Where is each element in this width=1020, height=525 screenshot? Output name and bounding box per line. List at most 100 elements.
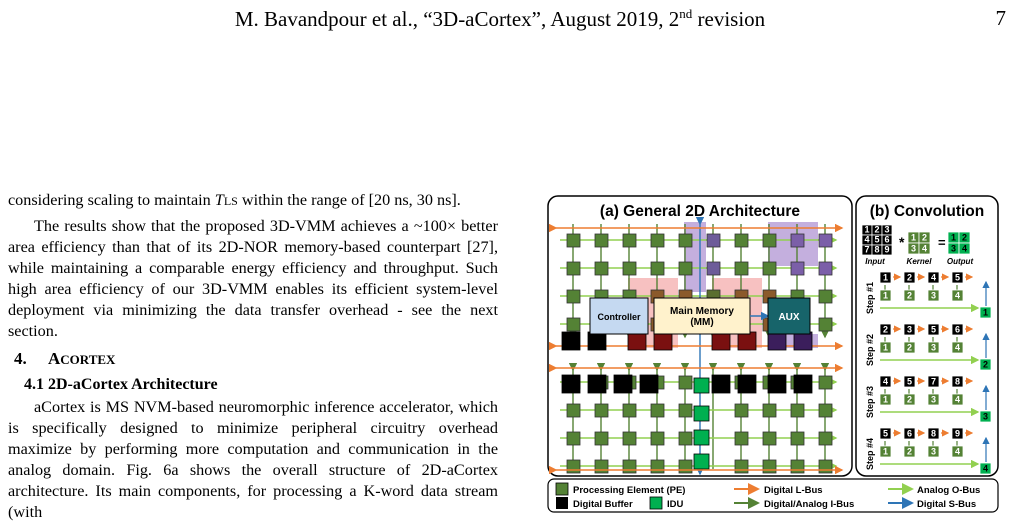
digital-buffer <box>613 374 633 394</box>
step-kernel-cell-value: 1 <box>883 343 888 353</box>
step-kernel-cell <box>903 341 916 354</box>
processing-element <box>594 431 609 446</box>
step-output-cell <box>979 306 992 319</box>
processing-element <box>566 261 581 276</box>
kernel-cell <box>918 242 931 255</box>
processing-element <box>734 459 749 474</box>
step-kernel-cell-value: 1 <box>883 447 888 457</box>
legend-idu-swatch <box>649 496 663 510</box>
processing-element <box>706 233 721 248</box>
processing-element <box>734 431 749 446</box>
step-input-cell <box>951 375 964 388</box>
step-output-cell-value: 2 <box>983 360 988 370</box>
figure-6: (a) General 2D Architecture (b) Convolut… <box>546 194 1000 514</box>
convolution-operator: * <box>899 234 905 250</box>
step-input-cell-value: 6 <box>907 429 912 439</box>
digital-buffer <box>737 331 757 351</box>
digital-buffer <box>737 374 757 394</box>
legend-pe-label: Processing Element (PE) <box>573 485 685 496</box>
processing-element <box>790 233 805 248</box>
processing-element <box>678 233 693 248</box>
step-input-cell <box>951 323 964 336</box>
output-cell <box>958 242 971 255</box>
processing-element <box>678 375 693 390</box>
digital-buffer <box>793 331 813 351</box>
step-input-cell-value: 4 <box>931 273 936 283</box>
processing-element <box>818 261 833 276</box>
processing-element <box>762 261 777 276</box>
step-kernel-cell <box>951 289 964 302</box>
input-cell-value: 5 <box>874 235 879 245</box>
input-cell-value: 1 <box>864 225 869 235</box>
step-input-cell <box>927 427 940 440</box>
digital-buffer <box>587 331 607 351</box>
step-input-cell-value: 5 <box>883 429 888 439</box>
step-input-cell-value: 8 <box>931 429 936 439</box>
processing-element <box>566 317 581 332</box>
output-cell-value: 1 <box>951 233 956 243</box>
step-input-cell <box>927 323 940 336</box>
step-kernel-cell-value: 4 <box>955 447 960 457</box>
step-kernel-cell <box>927 445 940 458</box>
step-kernel-cell <box>879 341 892 354</box>
main-memory-label: Main Memory <box>670 306 734 317</box>
step-kernel-cell <box>951 341 964 354</box>
panel-b-frame <box>855 195 999 477</box>
legend-s-bus-label: Digital S-Bus <box>917 499 976 510</box>
processing-element <box>622 233 637 248</box>
step-kernel-cell <box>927 341 940 354</box>
paragraph-1: considering scaling to maintain TLS with… <box>8 191 461 209</box>
processing-element <box>734 261 749 276</box>
digital-buffer <box>587 374 607 394</box>
processing-element <box>762 431 777 446</box>
processing-element <box>622 403 637 418</box>
controller-block <box>589 297 649 335</box>
page-header: M. Bavandpour et al., “3D-aCortex”, Augu… <box>0 6 1020 36</box>
input-caption: Input <box>865 257 885 266</box>
processing-element <box>650 431 665 446</box>
processing-element <box>566 403 581 418</box>
processing-element <box>818 289 833 304</box>
processing-element <box>818 317 833 332</box>
step-kernel-cell <box>879 393 892 406</box>
step-label: Step #2 <box>865 334 875 366</box>
processing-element <box>762 403 777 418</box>
processing-element <box>734 233 749 248</box>
step-kernel-cell <box>879 289 892 302</box>
legend-i-bus-label: Digital/Analog I-Bus <box>764 499 854 510</box>
step-kernel-cell-value: 2 <box>907 447 912 457</box>
output-cell-value: 2 <box>962 233 967 243</box>
processing-element <box>790 403 805 418</box>
processing-element <box>818 431 833 446</box>
processing-element <box>622 261 637 276</box>
processing-element <box>678 459 693 474</box>
step-input-cell-value: 2 <box>883 325 888 335</box>
input-cell-value: 2 <box>874 225 879 235</box>
body-column: considering scaling to maintain TLS with… <box>8 190 498 523</box>
kernel-caption: Kernel <box>907 257 933 266</box>
step-kernel-cell-value: 3 <box>931 291 936 301</box>
step-label: Step #1 <box>865 282 875 314</box>
step-input-cell-value: 7 <box>931 377 936 387</box>
digital-buffer <box>639 374 659 394</box>
step-input-cell <box>903 427 916 440</box>
idu-cell <box>693 429 710 446</box>
step-kernel-cell-value: 4 <box>955 395 960 405</box>
step-kernel-cell-value: 4 <box>955 291 960 301</box>
aux-label: AUX <box>778 312 799 323</box>
step-output-cell-value: 4 <box>983 464 988 474</box>
step-input-cell <box>879 323 892 336</box>
step-kernel-cell-value: 2 <box>907 343 912 353</box>
legend-pe-swatch <box>555 482 569 496</box>
processing-element <box>566 289 581 304</box>
main-memory-label: (MM) <box>690 317 713 328</box>
digital-buffer <box>653 331 673 351</box>
step-kernel-cell <box>903 289 916 302</box>
processing-element <box>594 261 609 276</box>
step-input-cell <box>903 375 916 388</box>
legend-o-bus-label: Analog O-Bus <box>917 485 980 496</box>
step-kernel-cell-value: 2 <box>907 291 912 301</box>
panel-b-title: (b) Convolution <box>870 203 985 220</box>
step-input-cell <box>879 427 892 440</box>
